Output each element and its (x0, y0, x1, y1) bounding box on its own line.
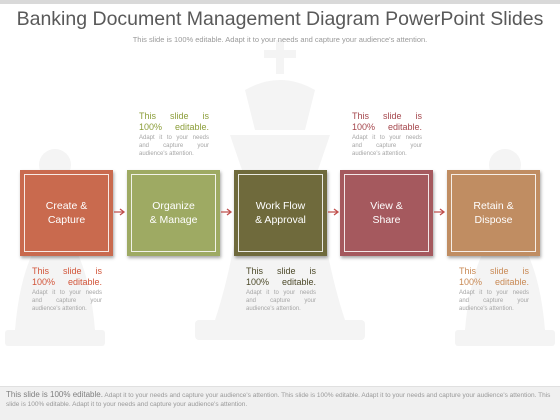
step-create-capture: Create & Capture (20, 170, 113, 256)
note-workflow-approval: This slide is 100% editable. Adapt it to… (246, 266, 316, 313)
footer-body: Adapt it to your needs and capture your … (6, 392, 551, 408)
step-inner: Retain & Dispose (451, 174, 536, 252)
arrow-right-icon (328, 208, 340, 216)
footer-lead: This slide is 100% editable. (6, 390, 103, 399)
page-title: Banking Document Management Diagram Powe… (16, 8, 544, 30)
top-bar (0, 0, 560, 4)
note-heading: This slide is 100% editable. (352, 111, 422, 132)
note-heading: This slide is 100% editable. (459, 266, 529, 287)
step-inner: View & Share (344, 174, 429, 252)
note-organize-manage: This slide is 100% editable. Adapt it to… (139, 111, 209, 158)
note-text: Adapt it to your needs and capture your … (246, 290, 316, 312)
step-label: Retain & Dispose (473, 200, 514, 226)
note-view-share: This slide is 100% editable. Adapt it to… (352, 111, 422, 158)
step-label: View & Share (370, 200, 403, 226)
note-heading: This slide is 100% editable. (32, 266, 102, 287)
note-heading: This slide is 100% editable. (139, 111, 209, 132)
step-inner: Create & Capture (24, 174, 109, 252)
step-workflow-approval: Work Flow & Approval (234, 170, 327, 256)
arrow-right-icon (114, 208, 126, 216)
note-retain-dispose: This slide is 100% editable. Adapt it to… (459, 266, 529, 313)
page-subtitle: This slide is 100% editable. Adapt it to… (132, 35, 428, 44)
step-label: Create & Capture (45, 200, 88, 226)
arrow-right-icon (221, 208, 233, 216)
step-inner: Work Flow & Approval (238, 174, 323, 252)
note-text: Adapt it to your needs and capture your … (32, 290, 102, 312)
step-label: Work Flow & Approval (255, 200, 306, 226)
step-label: Organize & Manage (149, 200, 198, 226)
note-heading: This slide is 100% editable. (246, 266, 316, 287)
step-view-share: View & Share (340, 170, 433, 256)
footer-bar: This slide is 100% editable. Adapt it to… (0, 386, 560, 420)
step-retain-dispose: Retain & Dispose (447, 170, 540, 256)
step-organize-manage: Organize & Manage (127, 170, 220, 256)
arrow-right-icon (434, 208, 446, 216)
footer-text: This slide is 100% editable. Adapt it to… (6, 390, 554, 409)
note-create-capture: This slide is 100% editable. Adapt it to… (32, 266, 102, 313)
note-text: Adapt it to your needs and capture your … (459, 290, 529, 312)
step-inner: Organize & Manage (131, 174, 216, 252)
note-text: Adapt it to your needs and capture your … (139, 135, 209, 157)
note-text: Adapt it to your needs and capture your … (352, 135, 422, 157)
